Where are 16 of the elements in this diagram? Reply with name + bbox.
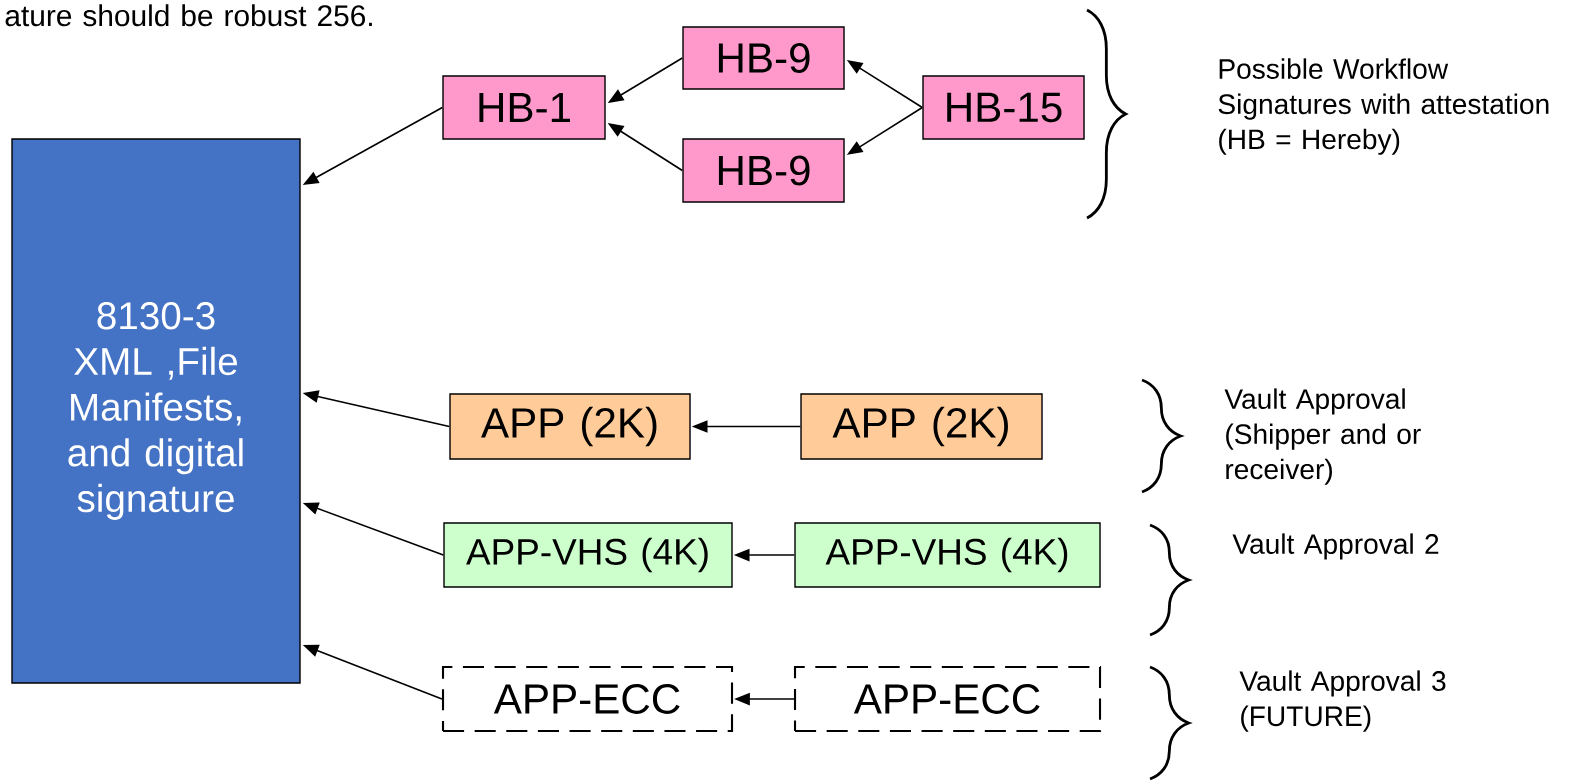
process-box: APP-VHS (4K) — [443, 522, 733, 588]
process-box: HB-9 — [682, 26, 845, 90]
process-box: APP-ECC — [441, 665, 734, 733]
note-text: Possible Workflow Signatures with attestation (HB = Hereby) — [1218, 58, 1549, 155]
process-box: APP (2K) — [449, 393, 691, 460]
note-text: Vault Approval 2 — [1232, 533, 1439, 560]
process-box: APP (2K) — [800, 393, 1043, 460]
process-box: APP-ECC — [793, 665, 1102, 733]
note-text: Vault Approval 3 (FUTURE) — [1239, 670, 1446, 732]
note-text: Vault Approval (Shipper and or receiver) — [1224, 388, 1421, 485]
process-box: HB-15 — [922, 75, 1085, 140]
process-box: APP-VHS (4K) — [794, 522, 1101, 588]
document-box: 8130-3 XML ,File Manifests, and digital signature — [11, 138, 301, 684]
note-text: ature should be robust 256. — [5, 4, 372, 27]
process-box: HB-1 — [442, 75, 606, 140]
process-box: HB-9 — [682, 138, 845, 203]
